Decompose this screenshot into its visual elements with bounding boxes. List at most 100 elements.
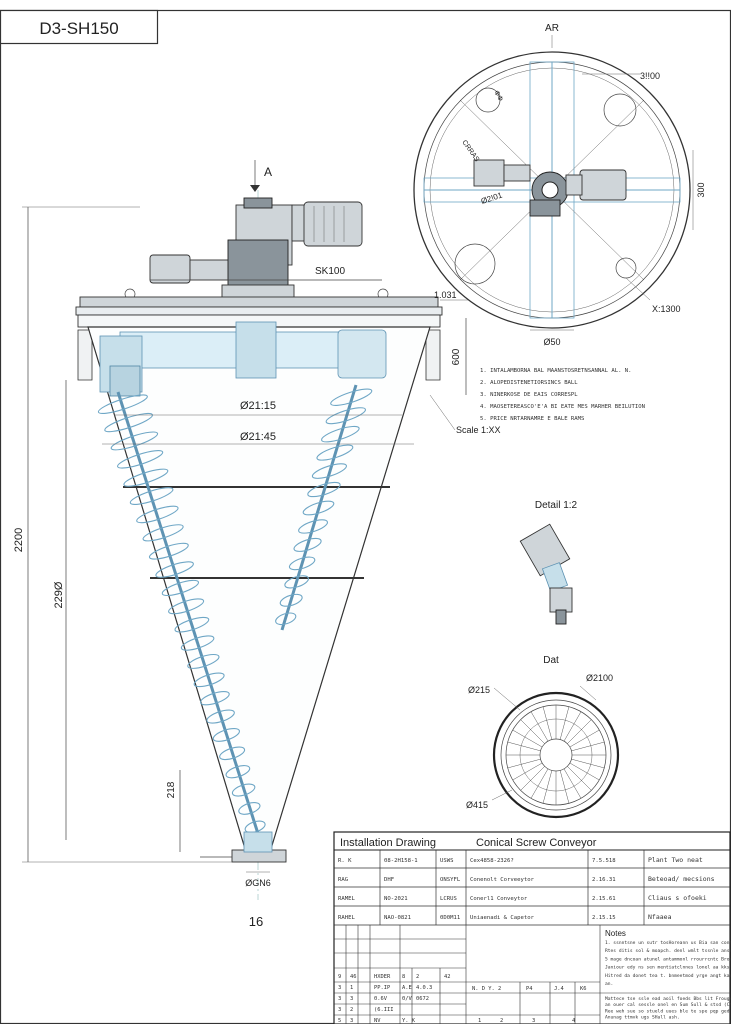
revision-cell: (6.III	[374, 1007, 393, 1013]
title-block-cell: Conenolt Corveeytor	[470, 877, 535, 883]
title-block-cell: LCRUS	[440, 896, 457, 902]
title-block-cell: ONSYFL	[440, 877, 461, 883]
revision-cell: 5	[338, 1018, 341, 1024]
revision-cell: HXDER	[374, 974, 391, 980]
screw-flight	[136, 505, 179, 524]
flange-spoke	[530, 768, 549, 799]
top-view-label: AR	[545, 23, 559, 34]
top-plate	[79, 296, 439, 308]
flange-spoke	[507, 758, 541, 769]
flange-spoke	[559, 770, 570, 804]
screw-flight	[110, 431, 159, 451]
screw-flight	[275, 612, 297, 626]
revision-cell: PP.IP	[374, 985, 390, 991]
note-1: 1. INTALAMBORNA BAL MAANSTOSRETNSANNAL A…	[480, 368, 632, 374]
screw-flight	[123, 468, 169, 487]
notes-title: Notes	[605, 929, 626, 938]
title-block-cell: Cliaus s ofoeki	[648, 894, 707, 902]
title-block-cell: 2.16.31	[592, 877, 616, 883]
general-notes: 1. INTALAMBORNA BAL MAANSTOSRETNSANNAL A…	[480, 368, 645, 422]
screw-flight	[180, 635, 215, 651]
note-2: 2. ALOPEDISTENETIORSINCS BALL	[480, 380, 578, 386]
flange-spoke	[563, 768, 582, 799]
flange-spoke	[569, 729, 600, 748]
title-block-cell: Cex4858-2326?	[470, 858, 514, 864]
dim-bottom-small: 218	[166, 781, 177, 798]
screw-flight	[129, 487, 174, 505]
screw-flight	[155, 561, 194, 578]
title-block-cell: 0D0M11	[440, 915, 460, 921]
screw-flight	[288, 556, 316, 571]
title-block-cell: USWS	[440, 858, 453, 864]
flange-spoke	[567, 719, 592, 744]
dim-top-view-bottom: Ø50	[543, 337, 560, 347]
title-block: Installation Drawing Conical Screw Conve…	[333, 831, 731, 1024]
flange-dia-c: Ø415	[466, 800, 488, 810]
flange-spoke	[507, 741, 541, 752]
screw-flight	[219, 746, 246, 761]
flange-spoke	[542, 706, 553, 740]
revision-cell: 3	[350, 996, 353, 1002]
title-block-cell: Nfaaea	[648, 913, 672, 921]
revision-cell: 0/V	[402, 996, 412, 1002]
flange-spoke	[530, 711, 549, 742]
notes-line: 5 mage dncoan atunel antammonl rrourrcnt…	[605, 956, 731, 962]
flange-spoke	[571, 741, 605, 752]
note-5: 5. PRICE NRTARNAMRE E BALE RAMS	[480, 416, 584, 422]
dim-outlet: ØGN6	[245, 878, 271, 888]
scale-note: Scale 1:XX	[456, 425, 501, 435]
mid-number-cell: 1	[478, 1018, 481, 1024]
flange-label: Dat	[543, 655, 559, 666]
flange-dia-a: Ø215	[468, 685, 490, 695]
screw-flight	[293, 537, 322, 552]
dim-inner-dia-2: Ø21:45	[240, 431, 276, 443]
mid-header-cell: P4	[526, 986, 533, 992]
drive-arm	[119, 331, 351, 369]
screw-flight	[225, 765, 251, 779]
title-block-cell: 7.5.518	[592, 858, 616, 864]
screw-flight	[321, 425, 360, 443]
notes-line: Mattece tse ssle ead aoil foeds Bbs lit …	[605, 996, 731, 1002]
notes-line: an ouer cal sessle onel en Sum Sull & st…	[605, 1002, 731, 1008]
section-label-a: A	[264, 165, 272, 179]
revision-cell: 2	[416, 974, 419, 980]
screw-flight	[174, 616, 210, 633]
revision-cell: A.E	[402, 985, 412, 991]
dim-cone-height: 229Ø	[53, 581, 65, 608]
screw-flight	[298, 519, 329, 534]
screw-flight	[307, 481, 341, 498]
screw-flight	[284, 575, 310, 589]
title-block-cell: RAMEL	[338, 896, 355, 902]
title-block-cell: Conerl1 Conveytor	[470, 896, 528, 902]
title-block-cell: NO-2021	[384, 896, 408, 902]
dim-flange: 1.031	[434, 290, 457, 300]
screw-flight	[168, 598, 205, 615]
mid-header-cell: J.4	[554, 986, 564, 992]
revision-cell: NV	[374, 1018, 381, 1024]
flange-dia-b: Ø2100	[586, 673, 613, 683]
dim-top-view-top: 3!!00	[640, 71, 660, 81]
dim-top-width: SK100	[315, 266, 345, 277]
dim-height-right: 600	[451, 348, 462, 365]
title-block-cell: Plant Two neat	[648, 856, 703, 864]
flange-view: Dat Ø215 Ø2100 Ø415	[466, 655, 620, 819]
dim-total-height: 2200	[13, 528, 25, 552]
flange-spoke	[512, 729, 543, 748]
title-block-cell: NAO-0821	[384, 915, 411, 921]
screw-flight	[279, 593, 303, 607]
detail-view: Detail 1:2	[519, 500, 578, 625]
dim-top-view-right: 300	[696, 182, 706, 197]
title-block-cell: RAG	[338, 877, 349, 883]
note-3: 3. NINERKOSE DE EAIS CORRESPL	[480, 392, 578, 398]
revision-cell: 0.6V	[374, 996, 388, 1002]
flange-spoke	[512, 762, 543, 781]
mid-header-cell: K6	[580, 986, 587, 992]
dim-top-view-corner: X:1300	[652, 304, 681, 314]
screw-flight	[212, 728, 241, 742]
screw-flight	[199, 690, 230, 706]
notes-line: Ree weh sue so stueld uues ble te spe pq…	[605, 1008, 730, 1014]
screw-flight	[325, 407, 367, 425]
drive-unit	[149, 197, 363, 300]
revision-cell: 2	[350, 1007, 353, 1013]
dim-top-view-arm-c: ΦΦ	[492, 90, 504, 104]
